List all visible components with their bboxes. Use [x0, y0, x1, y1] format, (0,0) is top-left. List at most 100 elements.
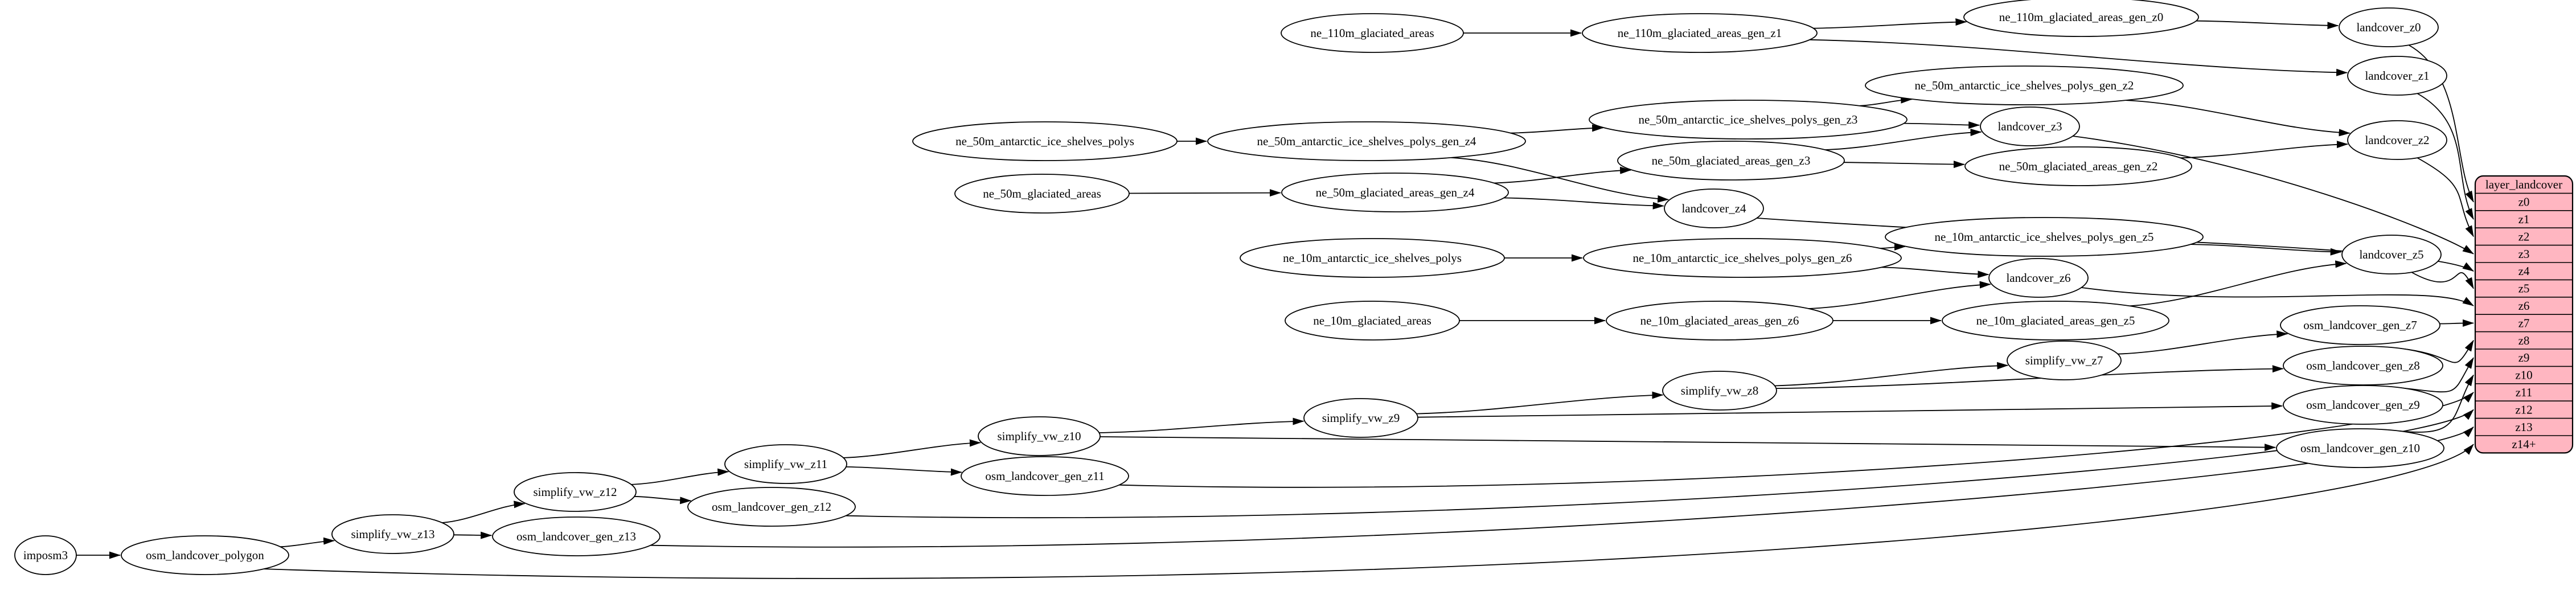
node-label: osm_landcover_gen_z8 — [2306, 359, 2419, 372]
node-ellipse — [492, 516, 661, 556]
node-label: osm_landcover_gen_z13 — [516, 530, 636, 543]
edge-ne_110m_glaciated_areas_gen_z1-to-ne_110m_glaciated_areas_gen_z0 — [1813, 18, 1967, 29]
node-ellipse — [954, 174, 1130, 214]
edge-simplify_vw_z10-to-simplify_vw_z9 — [1099, 417, 1305, 433]
node-ellipse — [1963, 0, 2199, 37]
graph-node-ne_50m_antarctic_ice_shelves_polys_gen_z4: ne_50m_antarctic_ice_shelves_polys_gen_z… — [1207, 121, 1526, 161]
node-label: landcover_z2 — [2365, 133, 2429, 147]
node-ellipse — [1980, 106, 2080, 146]
node-ellipse — [1285, 301, 1460, 341]
table-row-z6: z6 — [2518, 299, 2530, 313]
graph-node-osm_landcover_gen_z11: osm_landcover_gen_z11 — [961, 456, 1129, 496]
node-label: simplify_vw_z12 — [534, 485, 617, 499]
graph-node-osm_landcover_polygon: osm_landcover_polygon — [121, 535, 289, 575]
edge-ne_50m_glaciated_areas_gen_z4-to-ne_50m_glaciated_areas_gen_z3 — [1494, 166, 1632, 184]
node-label: simplify_vw_z7 — [2025, 354, 2103, 367]
graph-node-osm_landcover_gen_z7: osm_landcover_gen_z7 — [2280, 305, 2440, 345]
node-ellipse — [1281, 13, 1464, 53]
graph-node-landcover_z2: landcover_z2 — [2347, 120, 2447, 160]
node-ellipse — [1582, 13, 1818, 53]
graph-node-simplify_vw_z10: simplify_vw_z10 — [978, 416, 1101, 456]
node-ellipse — [1865, 65, 2184, 105]
graph-node-landcover_z4: landcover_z4 — [1664, 188, 1764, 228]
graph-node-ne_10m_glaciated_areas: ne_10m_glaciated_areas — [1285, 301, 1460, 341]
graph-node-ne_50m_antarctic_ice_shelves_polys: ne_50m_antarctic_ice_shelves_polys — [912, 121, 1178, 161]
node-label: ne_10m_glaciated_areas — [1313, 314, 1431, 327]
edge-simplify_vw_z9-to-simplify_vw_z8 — [1416, 391, 1664, 415]
edges-layer — [76, 18, 2474, 579]
node-label: ne_10m_glaciated_areas_gen_z5 — [1976, 314, 2135, 327]
node-ellipse — [2280, 305, 2440, 345]
table-row-z7: z7 — [2518, 316, 2530, 330]
node-ellipse — [1240, 238, 1505, 278]
graph-node-ne_50m_glaciated_areas_gen_z2: ne_50m_glaciated_areas_gen_z2 — [1964, 146, 2192, 186]
edge-simplify_vw_z9-to-osm_landcover_gen_z9 — [1417, 402, 2283, 418]
node-ellipse — [2339, 7, 2439, 47]
table-row-z3: z3 — [2518, 247, 2530, 261]
node-ellipse — [2347, 120, 2447, 160]
node-label: ne_110m_glaciated_areas — [1310, 26, 1434, 40]
node-label: landcover_z0 — [2356, 20, 2421, 34]
graph-node-ne_110m_glaciated_areas_gen_z1: ne_110m_glaciated_areas_gen_z1 — [1582, 13, 1818, 53]
graph-node-ne_10m_glaciated_areas_gen_z6: ne_10m_glaciated_areas_gen_z6 — [1606, 301, 1833, 341]
node-label: landcover_z1 — [2365, 69, 2429, 83]
node-label: simplify_vw_z13 — [351, 527, 435, 541]
node-ellipse — [1303, 398, 1418, 438]
node-label: simplify_vw_z9 — [1322, 411, 1400, 425]
graph-node-landcover_z6: landcover_z6 — [1988, 258, 2089, 298]
node-ellipse — [1606, 301, 1833, 341]
node-label: ne_10m_antarctic_ice_shelves_polys_gen_z… — [1633, 251, 1852, 265]
graph-node-osm_landcover_gen_z12: osm_landcover_gen_z12 — [687, 487, 856, 527]
table-row-z14+: z14+ — [2512, 437, 2536, 451]
edge-ne_50m_glaciated_areas-to-ne_50m_glaciated_areas_gen_z4 — [1129, 189, 1281, 197]
edge-ne_10m_antarctic_ice_shelves_polys_gen_z6-to-ne_10m_antarctic_ice_shelves_polys_gen_z5 — [1880, 243, 1906, 251]
node-label: landcover_z3 — [1997, 120, 2062, 133]
node-label: ne_50m_antarctic_ice_shelves_polys_gen_z… — [1257, 134, 1476, 148]
edge-ne_50m_antarctic_ice_shelves_polys_gen_z2-to-landcover_z2 — [2126, 100, 2351, 137]
node-ellipse — [724, 444, 847, 484]
edge-ne_10m_glaciated_areas_gen_z6-to-landcover_z6 — [1808, 281, 1991, 309]
graph-node-simplify_vw_z11: simplify_vw_z11 — [724, 444, 847, 484]
node-label: osm_landcover_polygon — [146, 548, 264, 562]
edge-landcover_z3-to-layer_landcover-z3 — [2073, 136, 2474, 255]
node-ellipse — [1964, 146, 2192, 186]
edge-ne_10m_antarctic_ice_shelves_polys_gen_z5-to-landcover_z5 — [2191, 244, 2342, 256]
graph-node-landcover_z5: landcover_z5 — [2341, 235, 2442, 274]
edge-osm_landcover_gen_z10-to-layer_landcover-z10 — [2398, 374, 2474, 433]
edge-ne_50m_antarctic_ice_shelves_polys_gen_z3-to-landcover_z3 — [1904, 121, 1980, 129]
table-row-z1: z1 — [2518, 212, 2530, 226]
edge-simplify_vw_z12-to-osm_landcover_gen_z12 — [634, 495, 692, 505]
edge-simplify_vw_z11-to-osm_landcover_gen_z11 — [846, 466, 962, 476]
table-row-z0: z0 — [2518, 195, 2530, 209]
table-row-z10: z10 — [2515, 368, 2532, 382]
graph-node-osm_landcover_gen_z8: osm_landcover_gen_z8 — [2283, 346, 2443, 386]
graph-node-osm_landcover_gen_z9: osm_landcover_gen_z9 — [2283, 385, 2443, 425]
node-label: simplify_vw_z10 — [998, 429, 1081, 443]
node-ellipse — [687, 487, 856, 527]
node-label: ne_50m_antarctic_ice_shelves_polys_gen_z… — [1915, 79, 2134, 92]
graph-node-ne_50m_glaciated_areas_gen_z4: ne_50m_glaciated_areas_gen_z4 — [1281, 173, 1509, 212]
node-ellipse — [14, 535, 77, 575]
graph-node-ne_10m_glaciated_areas_gen_z5: ne_10m_glaciated_areas_gen_z5 — [1942, 301, 2169, 341]
node-label: osm_landcover_gen_z10 — [2300, 441, 2420, 455]
node-label: ne_50m_glaciated_areas_gen_z2 — [1999, 159, 2158, 173]
table-row-z13: z13 — [2515, 420, 2532, 434]
node-label: ne_10m_glaciated_areas_gen_z6 — [1640, 314, 1799, 327]
table-row-z9: z9 — [2518, 351, 2530, 364]
graph-node-landcover_z0: landcover_z0 — [2339, 7, 2439, 47]
node-label: ne_50m_glaciated_areas — [983, 187, 1101, 200]
node-ellipse — [2347, 56, 2447, 96]
edge-osm_landcover_gen_z9-to-layer_landcover-z9 — [2401, 357, 2474, 393]
edge-simplify_vw_z8-to-osm_landcover_gen_z8 — [1776, 365, 2284, 389]
graph-node-ne_50m_glaciated_areas: ne_50m_glaciated_areas — [954, 174, 1130, 214]
table-row-z4: z4 — [2518, 264, 2530, 278]
table-layer: layer_landcoverz0z1z2z3z4z5z6z7z8z9z10z1… — [2474, 175, 2574, 454]
graph-node-osm_landcover_gen_z13: osm_landcover_gen_z13 — [492, 516, 661, 556]
table-row-z5: z5 — [2518, 282, 2530, 296]
edge-ne_50m_glaciated_areas_gen_z3-to-landcover_z3 — [1825, 128, 1982, 150]
node-label: ne_50m_antarctic_ice_shelves_polys — [955, 134, 1134, 148]
table-row-z8: z8 — [2518, 334, 2530, 347]
graph-node-landcover_z3: landcover_z3 — [1980, 106, 2080, 146]
